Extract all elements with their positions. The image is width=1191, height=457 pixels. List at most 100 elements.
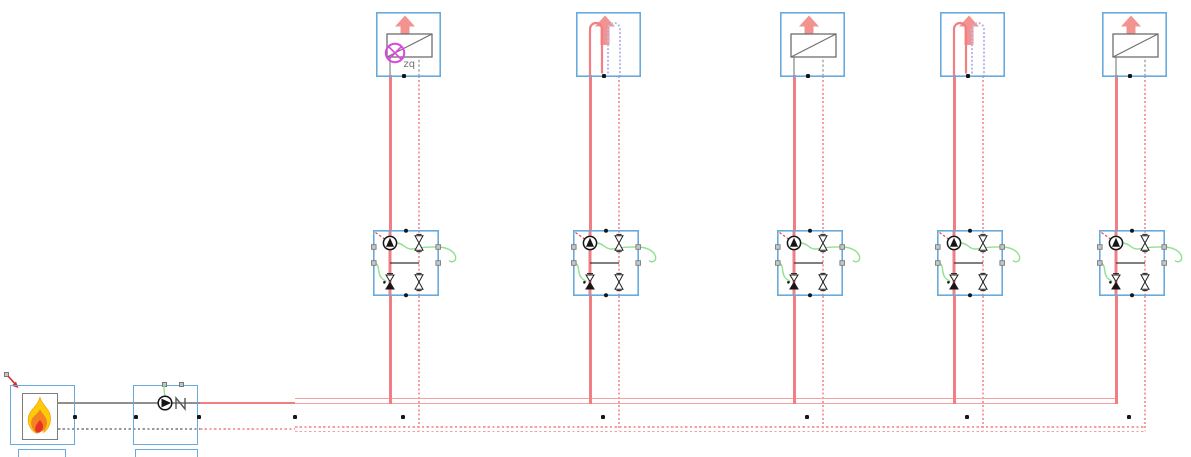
connection-handle[interactable] [1097,260,1103,266]
connection-handle[interactable] [935,260,941,266]
consumer-box-5[interactable] [1102,12,1168,78]
supply-main-pipe[interactable] [295,398,1118,404]
connection-handle[interactable] [571,260,577,266]
flame-icon [27,396,51,435]
connection-handle[interactable] [839,244,845,250]
control-valve-icon [1140,233,1150,253]
control-wire [937,262,951,283]
control-wire [373,262,387,283]
supply-riser[interactable] [1114,74,1118,231]
connection-handle[interactable] [571,244,577,250]
return-main-pipe[interactable] [295,426,1146,428]
pump-icon [382,235,398,251]
pump-label-box[interactable] [135,449,198,457]
return-riser[interactable] [1144,75,1146,230]
return-riser[interactable] [618,295,620,432]
boiler-component[interactable] [10,385,75,445]
check-valve-icon [947,273,959,290]
heating-coil-icon [588,21,604,77]
junction-node [72,415,77,420]
consumer-box-1[interactable]: zq [376,12,442,78]
valve-station-2[interactable] [571,228,673,298]
return-pipe-segment[interactable] [200,428,295,430]
connection-handle[interactable] [839,260,845,266]
junction-node [604,293,608,298]
connection-handle[interactable] [371,244,377,250]
boiler-supply-pipe[interactable] [58,402,200,404]
control-wire [800,242,861,263]
connection-handle[interactable] [999,244,1005,250]
consumer-box-2[interactable] [576,12,642,78]
boiler-label-box[interactable] [18,449,66,457]
valve-station-5[interactable] [1097,228,1191,298]
return-riser[interactable] [982,75,984,230]
supply-riser[interactable] [588,74,592,231]
supply-riser[interactable] [792,295,796,404]
supply-riser[interactable] [1114,295,1118,404]
junction-node [402,73,406,78]
connection-handle[interactable] [935,244,941,250]
heating-coil-return-icon [607,22,621,77]
connection-handle[interactable] [435,260,441,266]
pump-icon [1108,235,1124,251]
junction-node [965,415,969,420]
valve-station-3[interactable] [775,228,877,298]
connection-handle[interactable] [1161,260,1167,266]
up-arrow-icon [959,15,979,45]
return-riser[interactable] [618,75,620,230]
junction-node [805,415,809,420]
supply-riser[interactable] [588,295,592,404]
connection-handle[interactable] [1161,244,1167,250]
control-valve-icon [818,272,828,292]
junction-node [808,293,812,298]
consumer-box-4[interactable] [940,12,1006,78]
return-riser[interactable] [418,295,420,432]
heating-coil-icon [952,21,968,77]
junction-node [401,415,405,420]
return-main-pipe[interactable] [295,430,1146,433]
connection-handle[interactable] [999,260,1005,266]
pump-icon [946,235,962,251]
supply-riser[interactable] [952,295,956,404]
return-riser[interactable] [418,75,420,230]
boiler-return-pipe[interactable] [58,428,200,430]
up-arrow-icon [1121,15,1141,45]
check-valve-icon [787,273,799,290]
return-riser[interactable] [982,295,984,432]
junction-node [404,228,408,233]
valve-station-4[interactable] [935,228,1037,298]
connection-handle[interactable] [435,244,441,250]
pump-icon [786,235,802,251]
control-wire [573,262,587,283]
connection-handle[interactable] [635,244,641,250]
consumer-frame [576,12,642,78]
supply-riser[interactable] [952,74,956,231]
valve-station-1[interactable] [371,228,473,298]
consumer-box-3[interactable] [780,12,846,78]
control-wire [777,262,791,283]
connection-handle[interactable] [635,260,641,266]
junction-node [293,415,297,420]
return-riser[interactable] [1144,295,1146,432]
connection-handle[interactable] [178,381,184,387]
insertion-handle[interactable] [4,372,9,377]
supply-pipe-segment[interactable] [200,402,295,404]
connection-handle[interactable] [775,260,781,266]
junction-node [968,293,972,298]
connection-handle[interactable] [1097,244,1103,250]
pump-icon [157,383,186,411]
crossed-circle-icon [384,42,406,64]
connection-handle[interactable] [371,260,377,266]
supply-riser[interactable] [388,74,392,231]
return-riser[interactable] [822,75,824,230]
supply-riser[interactable] [792,74,796,231]
up-arrow-icon [799,15,819,45]
junction-node [404,293,408,298]
junction-node [133,415,138,420]
supply-riser[interactable] [388,295,392,404]
consumer-frame [1102,12,1168,78]
control-wire [960,242,1021,263]
return-riser[interactable] [822,295,824,432]
junction-node [1128,73,1132,78]
connection-handle[interactable] [775,244,781,250]
